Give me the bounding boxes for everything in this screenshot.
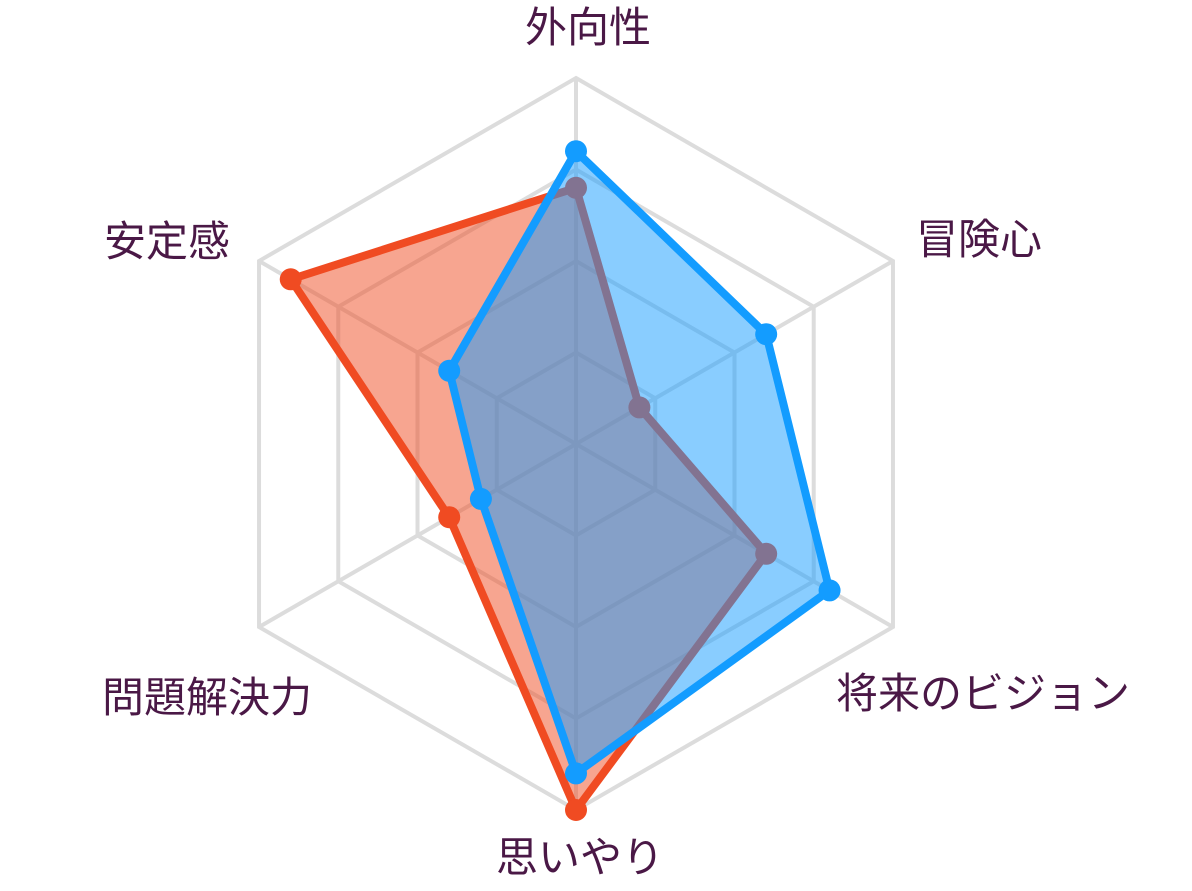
axis-label-stability: 安定感 bbox=[104, 217, 230, 266]
data-point bbox=[565, 140, 587, 163]
axis-label-vision: 将来のビジョン bbox=[836, 669, 1130, 718]
axis-label-extraversion: 外向性 bbox=[525, 3, 651, 52]
data-point bbox=[469, 487, 492, 510]
data-point bbox=[755, 323, 778, 346]
data-point bbox=[279, 268, 302, 291]
data-point bbox=[818, 579, 841, 602]
data-point bbox=[565, 799, 587, 821]
axis-labels: 外向性 冒険心 将来のビジョン 思いやり 問題解決力 安定感 bbox=[102, 3, 1130, 882]
axis-label-compassion: 思いやり bbox=[496, 833, 664, 882]
radar-series bbox=[279, 140, 841, 821]
axis-label-adventure: 冒険心 bbox=[916, 215, 1042, 264]
axis-label-problem-solving: 問題解決力 bbox=[102, 673, 312, 722]
data-point bbox=[565, 762, 587, 785]
series-blue bbox=[438, 140, 841, 785]
data-point bbox=[438, 359, 461, 382]
data-point bbox=[438, 506, 461, 529]
